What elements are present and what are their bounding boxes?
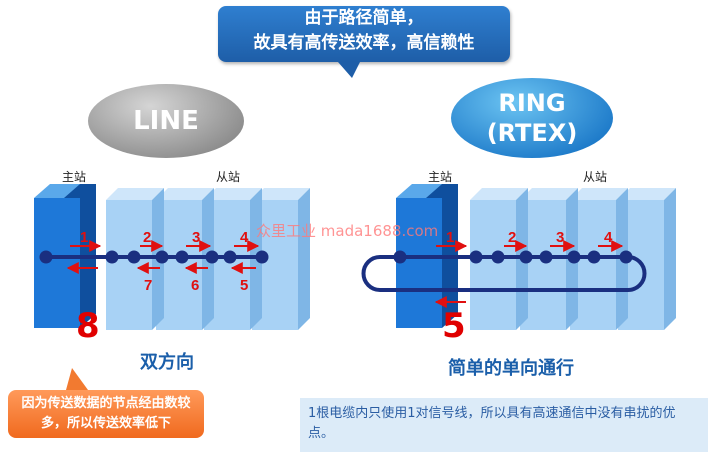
ring-num-f2: 2 [508, 229, 516, 246]
ring-bus [361, 255, 647, 292]
line-num-f2: 2 [143, 229, 151, 246]
efficiency-note: 因为传送数据的节点经由数较 多，所以传送效率低下 [8, 368, 204, 438]
ring-caption: 简单的单向通行 [448, 358, 574, 379]
line-caption: 双方向 [140, 352, 194, 373]
ring-title-line-2: (RTEX) [486, 119, 578, 147]
callout-tail [338, 62, 360, 78]
line-master-label: 主站 [62, 170, 87, 184]
ring-total-count: 5 [442, 306, 466, 346]
line-num-r7: 7 [144, 277, 152, 294]
ring-num-f4: 4 [604, 229, 613, 246]
line-num-f1: 1 [80, 229, 88, 246]
ring-title-ellipse: RING (RTEX) [451, 78, 613, 158]
line-title-ellipse: LINE [88, 84, 244, 158]
note-right-text: 1根电缆内只使用1对信号线，所以具有高速通信中没有串扰的优点。 [308, 406, 676, 441]
callout-line-2: 故具有高传送效率，高信赖性 [253, 33, 475, 53]
line-num-r5: 5 [240, 277, 248, 294]
ring-slave-blocks [470, 188, 676, 330]
line-num-r6: 6 [191, 277, 199, 294]
watermark: 众里工业 mada1688.com [256, 222, 439, 240]
callout-line-1: 由于路径简单， [304, 8, 424, 28]
note-left-line-1: 因为传送数据的节点经由数较 [21, 396, 191, 411]
note-tail [66, 368, 88, 390]
line-total-count: 8 [76, 306, 100, 346]
ring-num-f1: 1 [446, 229, 454, 246]
ring-slave-label: 从站 [583, 170, 608, 184]
line-num-f4: 4 [240, 229, 249, 246]
crosstalk-note: 1根电缆内只使用1对信号线，所以具有高速通信中没有串扰的优点。 [300, 398, 708, 452]
note-left-line-2: 多，所以传送效率低下 [40, 416, 171, 431]
line-num-f3: 3 [192, 229, 200, 246]
line-nodes [39, 250, 269, 264]
line-title: LINE [133, 106, 199, 136]
ring-master-label: 主站 [428, 170, 453, 184]
ring-title-line-1: RING [498, 89, 566, 117]
efficiency-callout: 由于路径简单， 故具有高传送效率，高信赖性 [218, 6, 510, 78]
ring-nodes [393, 250, 633, 264]
ring-num-f3: 3 [556, 229, 564, 246]
line-slave-label: 从站 [216, 170, 241, 184]
